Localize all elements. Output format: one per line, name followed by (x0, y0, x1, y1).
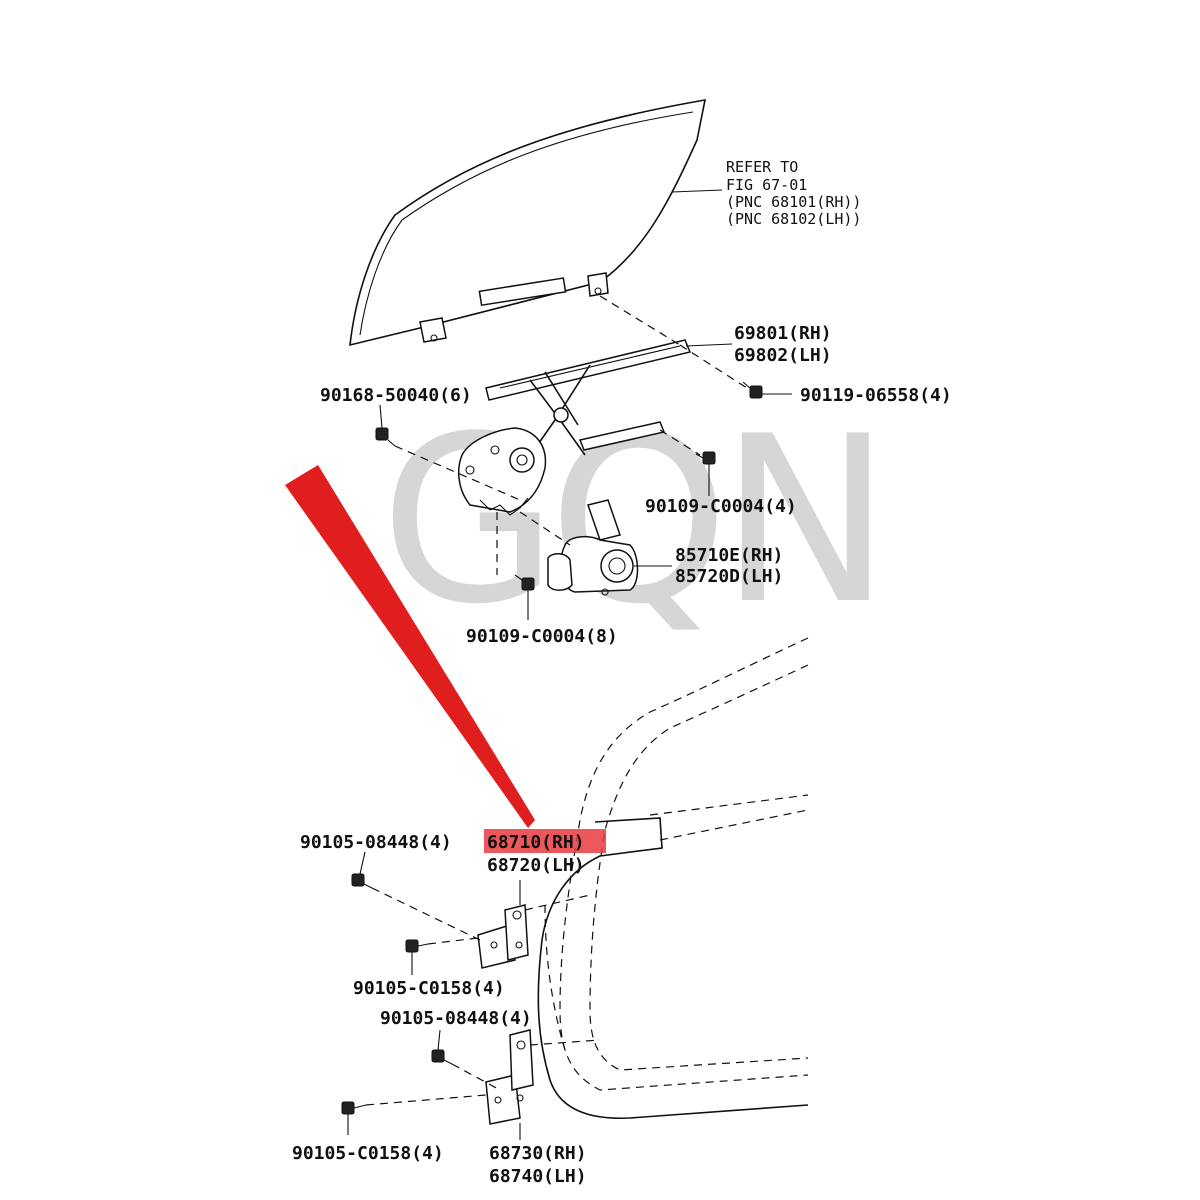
bolt-hinge-lower-a-icon (431, 1049, 453, 1065)
red-pointer-arrow (285, 465, 535, 828)
hinge-upper (477, 904, 529, 969)
refer-leader (671, 189, 723, 193)
regulator-motor (547, 499, 639, 596)
part-highlight (484, 829, 606, 853)
label-motor-lh: 85720D(LH) (675, 566, 783, 587)
regulator-leader (685, 343, 733, 347)
label-hinge-upper-rh: 68710(RH) (487, 832, 585, 853)
label-bolt-upper-right: 90119-06558(4) (800, 385, 952, 406)
bolt-motor-icon (514, 574, 535, 591)
refer-line4: (PNC 68102(LH)) (726, 210, 861, 228)
label-hinge-lower-rh: 68730(RH) (489, 1143, 587, 1164)
bolt-hinge-upper-b-icon (405, 939, 429, 953)
door-body-outline (544, 637, 809, 1091)
label-hinge-lower-bolt-a: 90105-08448(4) (380, 1008, 532, 1029)
label-bolt-mid-right: 90109-C0004(4) (645, 496, 797, 517)
label-hinge-upper-bolt-b: 90105-C0158(4) (353, 978, 505, 999)
label-bolt-motor: 90109-C0004(8) (466, 626, 618, 647)
label-hinge-upper-bolt-a: 90105-08448(4) (300, 832, 452, 853)
label-hinge-lower-lh: 68740(LH) (489, 1166, 587, 1187)
hinge-lower (485, 1029, 534, 1125)
bolt-hinge-lower-b-icon (341, 1101, 367, 1115)
label-regulator-rh: 69801(RH) (734, 323, 832, 344)
bolt-mid-right-icon (695, 451, 716, 465)
door-panel-edge (537, 817, 809, 1120)
label-hinge-lower-bolt-b: 90105-C0158(4) (292, 1143, 444, 1164)
label-regulator-lh: 69802(LH) (734, 345, 832, 366)
bolt-hinge-upper-a-icon (351, 873, 373, 889)
refer-line2: FIG 67-01 (726, 176, 807, 194)
label-hinge-upper-lh: 68720(LH) (487, 855, 585, 876)
door-glass (349, 99, 707, 347)
label-motor-rh: 85710E(RH) (675, 545, 783, 566)
bolt-upper-right-icon (742, 381, 763, 399)
label-bolt-upper-left: 90168-50040(6) (320, 385, 472, 406)
refer-line1: REFER TO (726, 158, 798, 176)
refer-line3: (PNC 68101(RH)) (726, 193, 861, 211)
